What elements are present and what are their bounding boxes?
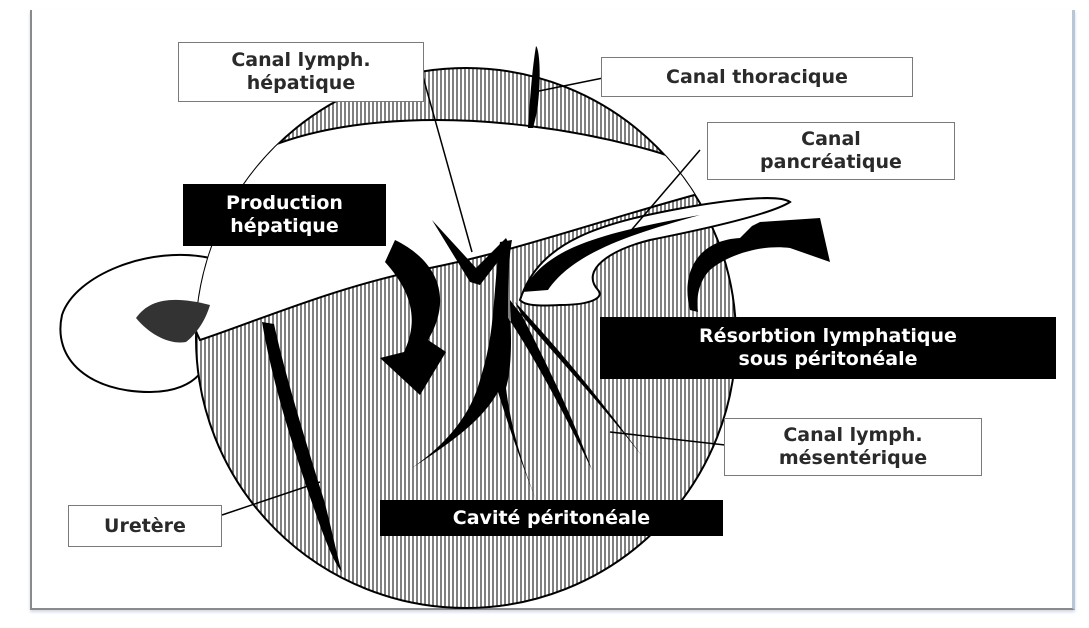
label-uretere: Uretère <box>68 505 222 547</box>
label-production-hepatique: Production hépatique <box>183 184 386 246</box>
label-resorbtion-lymphatique-text: Résorbtion lymphatique sous péritonéale <box>699 325 957 371</box>
label-production-hepatique-text: Production hépatique <box>226 192 343 238</box>
label-canal-lymph-hepatique: Canal lymph. hépatique <box>178 42 424 102</box>
label-uretere-text: Uretère <box>104 515 186 538</box>
label-canal-pancreatique-text: Canal pancréatique <box>760 128 902 174</box>
label-canal-thoracique: Canal thoracique <box>601 57 913 97</box>
label-canal-lymph-hepatique-text: Canal lymph. hépatique <box>231 49 370 95</box>
label-canal-thoracique-text: Canal thoracique <box>666 66 848 89</box>
label-canal-lymph-mesenterique-text: Canal lymph. mésentérique <box>779 424 927 470</box>
label-cavite-peritoneale-text: Cavité péritonéale <box>453 507 650 530</box>
label-canal-pancreatique: Canal pancréatique <box>707 122 955 180</box>
label-cavite-peritoneale: Cavité péritonéale <box>380 500 723 536</box>
label-resorbtion-lymphatique: Résorbtion lymphatique sous péritonéale <box>600 317 1056 379</box>
label-canal-lymph-mesenterique: Canal lymph. mésentérique <box>724 418 982 476</box>
